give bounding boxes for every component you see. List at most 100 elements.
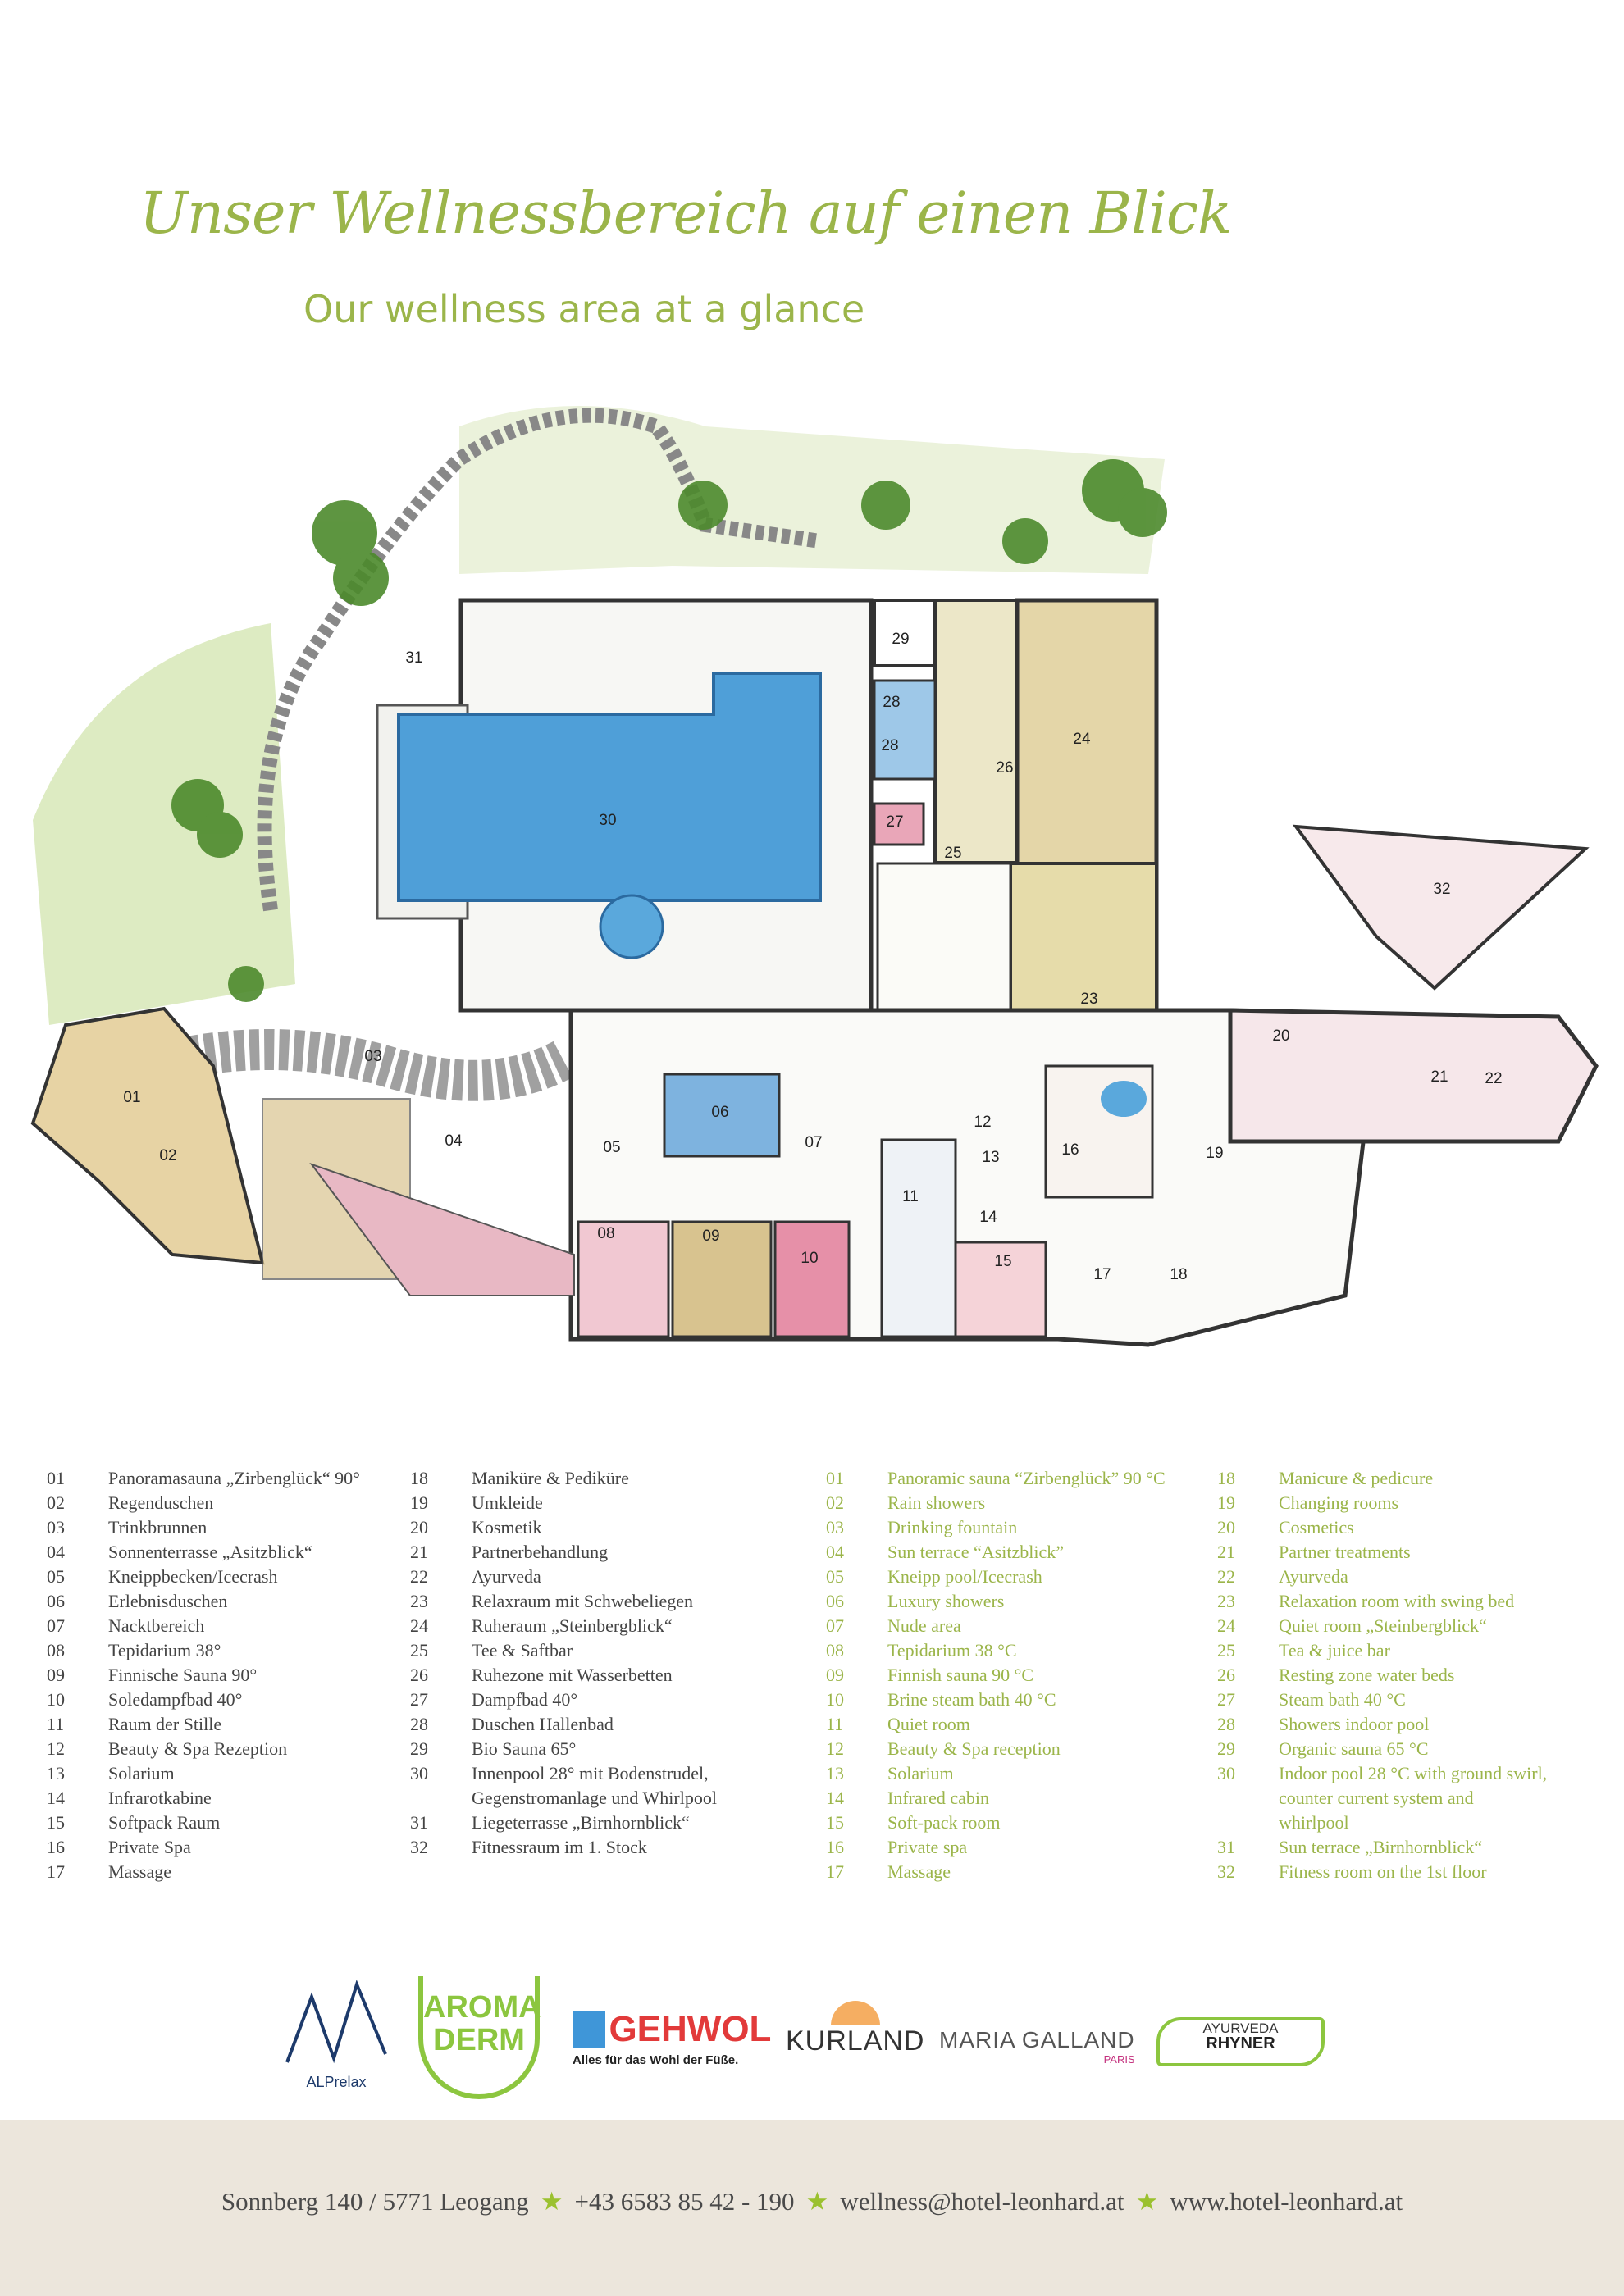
address: Sonnberg 140 / 5771 Leogang xyxy=(221,2187,529,2216)
legend-number: 29 xyxy=(410,1738,428,1759)
legend-label: Innenpool 28° mit Bodenstrudel, Gegenstr… xyxy=(472,1763,717,1808)
legend-number: 32 xyxy=(410,1837,428,1857)
legend-number: 20 xyxy=(1217,1517,1235,1538)
showers-28 xyxy=(873,679,937,781)
legend-label: Quiet room xyxy=(887,1714,970,1734)
legend-label: Indoor pool 28 °C with ground swirl, cou… xyxy=(1279,1763,1548,1833)
legend-number: 02 xyxy=(826,1492,844,1513)
legend-number: 09 xyxy=(47,1665,65,1685)
legend-label: Regenduschen xyxy=(108,1492,214,1513)
legend-number: 02 xyxy=(47,1492,65,1513)
legend-label: Finnish sauna 90 °C xyxy=(887,1665,1034,1685)
legend-label: Solarium xyxy=(108,1763,175,1784)
legend-number: 26 xyxy=(410,1665,428,1685)
star-icon: ★ xyxy=(1135,2187,1159,2216)
room-number-label: 29 xyxy=(892,631,909,648)
legend-number: 06 xyxy=(826,1591,844,1611)
logo-ayurveda-rhyner: AYURVEDA RHYNER xyxy=(1156,2017,1325,2066)
legend-label: Ruheraum „Steinbergblick“ xyxy=(472,1615,673,1636)
steam-27 xyxy=(873,802,925,846)
legend-label: Quiet room „Steinbergblick“ xyxy=(1279,1615,1487,1636)
legend-number: 32 xyxy=(1217,1861,1235,1882)
tree xyxy=(312,500,377,566)
legend-number: 18 xyxy=(1217,1468,1235,1488)
legend-label: Luxury showers xyxy=(887,1591,1005,1611)
room-number-label: 25 xyxy=(944,845,961,862)
legend-number: 01 xyxy=(47,1468,65,1488)
room-number-label: 08 xyxy=(597,1225,614,1242)
legend-number: 14 xyxy=(47,1788,65,1808)
page-subtitle: Our wellness area at a glance xyxy=(303,287,865,331)
legend-item: 21 Partnerbehandlung xyxy=(410,1540,717,1565)
legend-number: 15 xyxy=(47,1812,65,1833)
legend-label: Fitness room on the 1st floor xyxy=(1279,1861,1487,1882)
legend-label: Softpack Raum xyxy=(108,1812,221,1833)
legend-number: 10 xyxy=(47,1689,65,1710)
legend-label: Partnerbehandlung xyxy=(472,1542,609,1562)
legend-number: 21 xyxy=(410,1542,428,1562)
legend-number: 05 xyxy=(47,1566,65,1587)
email-link[interactable]: wellness@hotel-leonhard.at xyxy=(840,2187,1124,2216)
legend-number: 06 xyxy=(47,1591,65,1611)
website-link[interactable]: www.hotel-leonhard.at xyxy=(1170,2187,1403,2216)
trees xyxy=(171,459,1167,1002)
legend-label: Tepidarium 38° xyxy=(108,1640,221,1660)
sauna-wing-01 xyxy=(30,1006,265,1265)
phone-link[interactable]: +43 6583 85 42 - 190 xyxy=(574,2187,795,2216)
legend-number: 23 xyxy=(410,1591,428,1611)
sauna-29 xyxy=(873,599,937,667)
room-number-label: 02 xyxy=(159,1147,176,1164)
legend-number: 07 xyxy=(47,1615,65,1636)
tree xyxy=(333,550,389,606)
room-number-label: 27 xyxy=(886,813,903,831)
legend-label: Beauty & Spa reception xyxy=(887,1738,1061,1759)
tree xyxy=(678,481,728,530)
room-number-label: 10 xyxy=(801,1250,818,1267)
room-number-label: 28 xyxy=(881,737,898,754)
foot-icon xyxy=(573,2011,605,2048)
legend-number: 10 xyxy=(826,1689,844,1710)
terrace-ramp xyxy=(309,1162,575,1296)
tree xyxy=(861,481,910,530)
legend-number: 25 xyxy=(1217,1640,1235,1660)
finnish-sauna-09 xyxy=(671,1220,773,1338)
sun-icon xyxy=(830,2001,880,2025)
legend-label: Trinkbrunnen xyxy=(108,1517,208,1538)
legend-number: 26 xyxy=(1217,1665,1235,1685)
legend-label: Changing rooms xyxy=(1279,1492,1399,1513)
legend-label: Ayurveda xyxy=(472,1566,541,1587)
softpack-15 xyxy=(954,1241,1047,1338)
logo-kurland: KURLAND xyxy=(786,2001,924,2057)
